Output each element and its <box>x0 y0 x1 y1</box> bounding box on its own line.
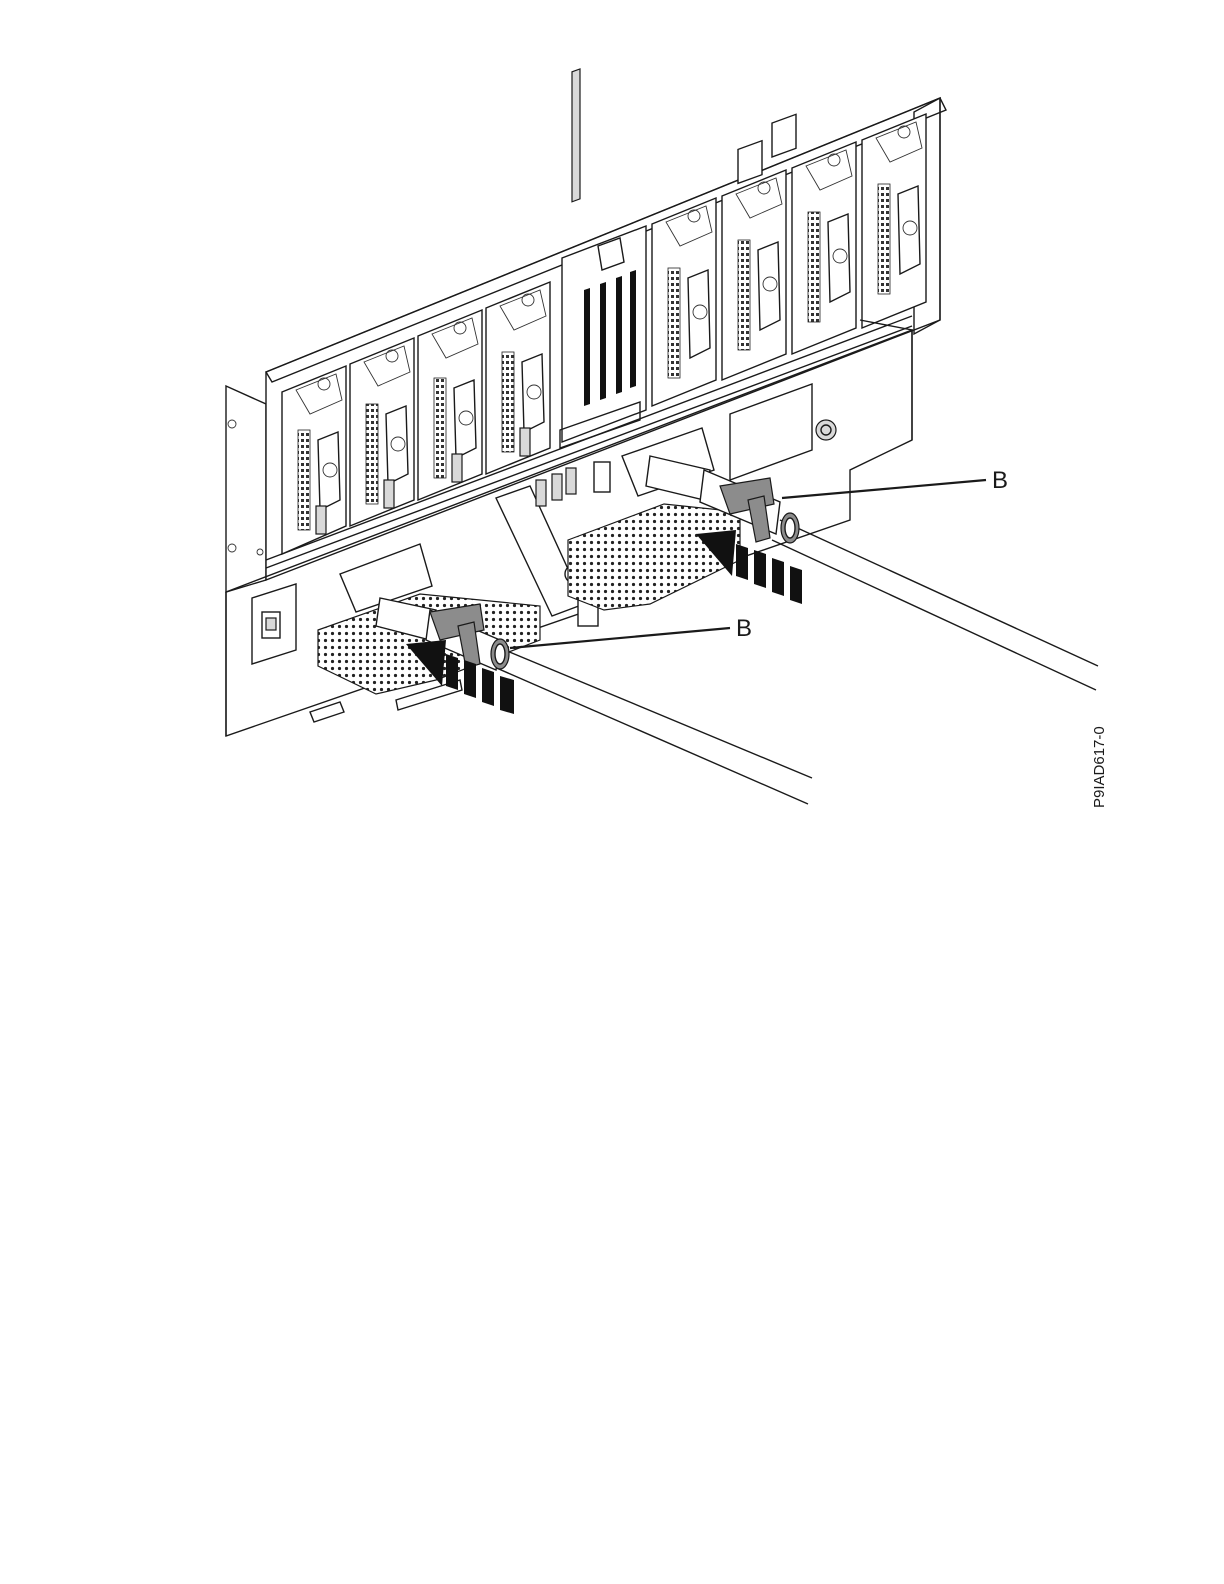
callout-lower: B <box>510 615 752 648</box>
power-inlet-left <box>252 584 296 664</box>
callout-label-upper: B <box>992 467 1008 494</box>
callout-upper: B <box>782 467 1008 498</box>
figure-id: P9IAD617-0 <box>1091 726 1108 808</box>
pcie-slot <box>652 198 716 406</box>
callout-label-lower: B <box>736 615 752 642</box>
pcie-slot <box>418 310 482 500</box>
pcie-slot <box>722 170 786 380</box>
pcie-slot <box>792 142 856 354</box>
pcie-slot <box>282 366 346 554</box>
pcie-slot <box>350 338 414 526</box>
pcie-slot <box>862 114 926 328</box>
center-module <box>560 69 646 448</box>
pcie-slot <box>486 282 550 474</box>
psu-mesh-right <box>568 504 740 610</box>
